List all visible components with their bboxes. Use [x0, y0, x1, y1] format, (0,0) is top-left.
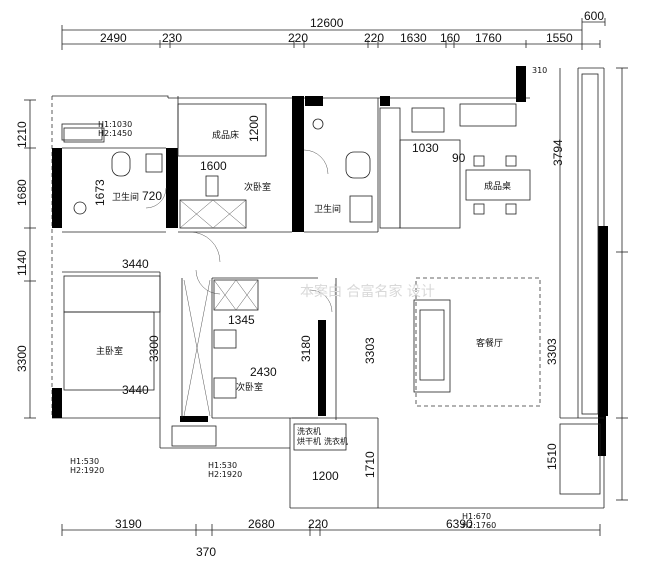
dim-interior: 3303 — [363, 337, 377, 364]
dim-interior: 1345 — [228, 313, 255, 327]
dim-top-seg: 160 — [440, 31, 460, 45]
dim-bottom-extra: 370 — [196, 545, 216, 559]
dim-top-seg: 220 — [364, 31, 384, 45]
window-unit — [171, 425, 217, 447]
dim-interior: 3180 — [299, 335, 313, 362]
dim-left: 1680 — [15, 179, 29, 206]
dim-interior: 1200 — [247, 115, 261, 142]
dim-interior: 1673 — [93, 179, 107, 206]
window-note: H2:1450 — [98, 129, 132, 138]
toilet — [111, 151, 131, 177]
window-note: H1:1030 — [98, 120, 132, 129]
label-laundry: 烘干机 — [297, 436, 321, 446]
window-note: H1:530 — [208, 461, 237, 470]
room-labels: 主卧室 次卧室 次卧室 卫生间 卫生间 客餐厅 成品床 成品桌 洗衣机 烘干机 … — [96, 129, 511, 446]
dim-top-seg: 1630 — [400, 31, 427, 45]
sofa — [413, 299, 451, 393]
room-label-bathroom-left: 卫生间 — [112, 191, 139, 203]
dim-right: 1510 — [545, 443, 559, 470]
dim-left: 1140 — [15, 250, 29, 276]
interior-walls — [62, 68, 604, 508]
dim-top-seg: 1760 — [475, 31, 502, 45]
dim-interior: 1200 — [312, 469, 339, 483]
dim-top-right: 600 — [584, 9, 604, 23]
window-note: H2:1920 — [70, 466, 104, 475]
left-dimension-chain: 1210 1680 1140 3300 — [15, 99, 36, 419]
interior-dimensions: 1200 1600 1673 720 3440 3440 1345 3300 3… — [93, 66, 547, 483]
window-note: H2:1760 — [462, 521, 496, 530]
dim-interior: 3440 — [122, 383, 149, 397]
dining-table — [465, 169, 531, 201]
dim-bottom: 6390 — [446, 517, 473, 531]
dim-bottom: 3190 — [115, 517, 142, 531]
label-laundry: 洗衣机 — [297, 426, 321, 436]
window-note: H1:530 — [70, 457, 99, 466]
dim-top-seg: 1550 — [546, 31, 573, 45]
dim-interior: 1710 — [363, 451, 377, 478]
laundry-area — [293, 423, 347, 451]
dim-interior: 3440 — [122, 257, 149, 271]
room-label-bathroom-mid: 卫生间 — [314, 203, 341, 215]
dim-bottom: 220 — [308, 517, 328, 531]
room-label-second-bedroom-top: 次卧室 — [244, 181, 271, 193]
bottom-dimension-chain: 3190 2680 220 6390 370 — [61, 517, 601, 559]
dim-interior: 720 — [142, 189, 162, 203]
dim-top-seg: 230 — [162, 31, 182, 45]
room-label-living-room: 客餐厅 — [476, 337, 503, 349]
kitchen-sink — [411, 107, 445, 133]
shower-drain — [73, 201, 87, 215]
dim-left: 3300 — [15, 345, 29, 372]
dim-interior: 1030 — [412, 141, 439, 155]
label-dining-table: 成品桌 — [484, 180, 511, 192]
dim-interior: 90 — [452, 151, 466, 165]
label-laundry: 洗衣机 — [324, 436, 348, 446]
dim-right: 3794 — [551, 139, 565, 166]
window-note: H1:670 — [462, 512, 491, 521]
dim-top-seg: 2490 — [100, 31, 127, 45]
dim-interior: 2430 — [250, 365, 277, 379]
furniture — [61, 73, 601, 495]
dim-interior: 310 — [532, 66, 547, 75]
dim-bottom: 2680 — [248, 517, 275, 531]
window-note: H2:1920 — [208, 470, 242, 479]
right-dimension-chain: 3794 3303 1510 — [545, 67, 628, 501]
top-dimension-chain: 12600 600 2490 230 220 220 1630 160 1760… — [61, 9, 606, 50]
label-wardrobe-bed: 成品床 — [212, 129, 239, 141]
room-label-second-bedroom-bottom: 次卧室 — [236, 381, 263, 393]
dim-interior: 1600 — [200, 159, 227, 173]
dim-top-seg: 220 — [288, 31, 308, 45]
dim-right: 3303 — [545, 338, 559, 365]
dim-interior: 3300 — [147, 335, 161, 362]
watermark: 本案由 合富名家 设计 — [300, 283, 435, 300]
window-notes: H1:1030 H2:1450 H1:530 H2:1920 H1:530 H2… — [70, 120, 496, 530]
room-label-master-bedroom: 主卧室 — [96, 345, 123, 357]
wardrobe-bed — [177, 103, 267, 157]
dim-left: 1210 — [15, 121, 29, 148]
door-swings — [145, 149, 333, 313]
structural-columns — [52, 66, 608, 456]
dim-top-total: 12600 — [310, 16, 344, 30]
